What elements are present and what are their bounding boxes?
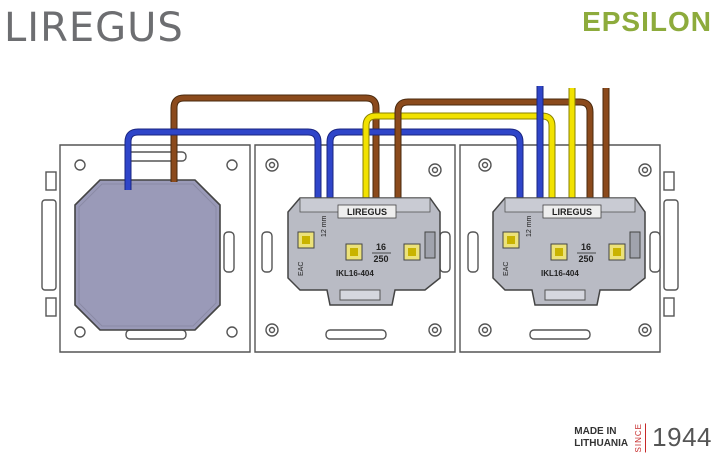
model-label: IKL16-404 <box>541 269 579 278</box>
module-brand-label: LIREGUS <box>552 207 592 217</box>
switch-mechanism-middle: LIREGUS 12 mm 16 250 IKL16-404 EAC <box>287 197 441 306</box>
rating-bottom-label: 250 <box>373 254 388 264</box>
cert-mark: EAC <box>503 262 510 276</box>
dimension-label: 12 mm <box>526 215 533 237</box>
made-in-text: MADE IN LITHUANIA <box>574 426 628 450</box>
switch-mechanism-right: LIREGUS 12 mm 16 250 IKL16-404 EAC <box>492 197 646 306</box>
made-in-footer: MADE IN LITHUANIA SINCE 1944 <box>574 422 712 453</box>
rating-bottom-label: 250 <box>578 254 593 264</box>
made-in-line1: MADE IN <box>574 425 617 437</box>
rating-top-label: 16 <box>581 242 591 252</box>
rating-top-label: 16 <box>376 242 386 252</box>
made-in-line2: LITHUANIA <box>574 437 629 449</box>
model-label: IKL16-404 <box>336 269 374 278</box>
module-brand-label: LIREGUS <box>347 207 387 217</box>
liregus-logo: LIREGUS <box>4 5 184 51</box>
cert-mark: EAC <box>298 262 305 276</box>
since-label: SINCE <box>634 422 647 453</box>
blank-cover <box>74 179 221 331</box>
since-year: 1944 <box>652 422 712 452</box>
dimension-label: 12 mm <box>321 215 328 237</box>
epsilon-series-logo: EPSILON <box>582 6 712 37</box>
